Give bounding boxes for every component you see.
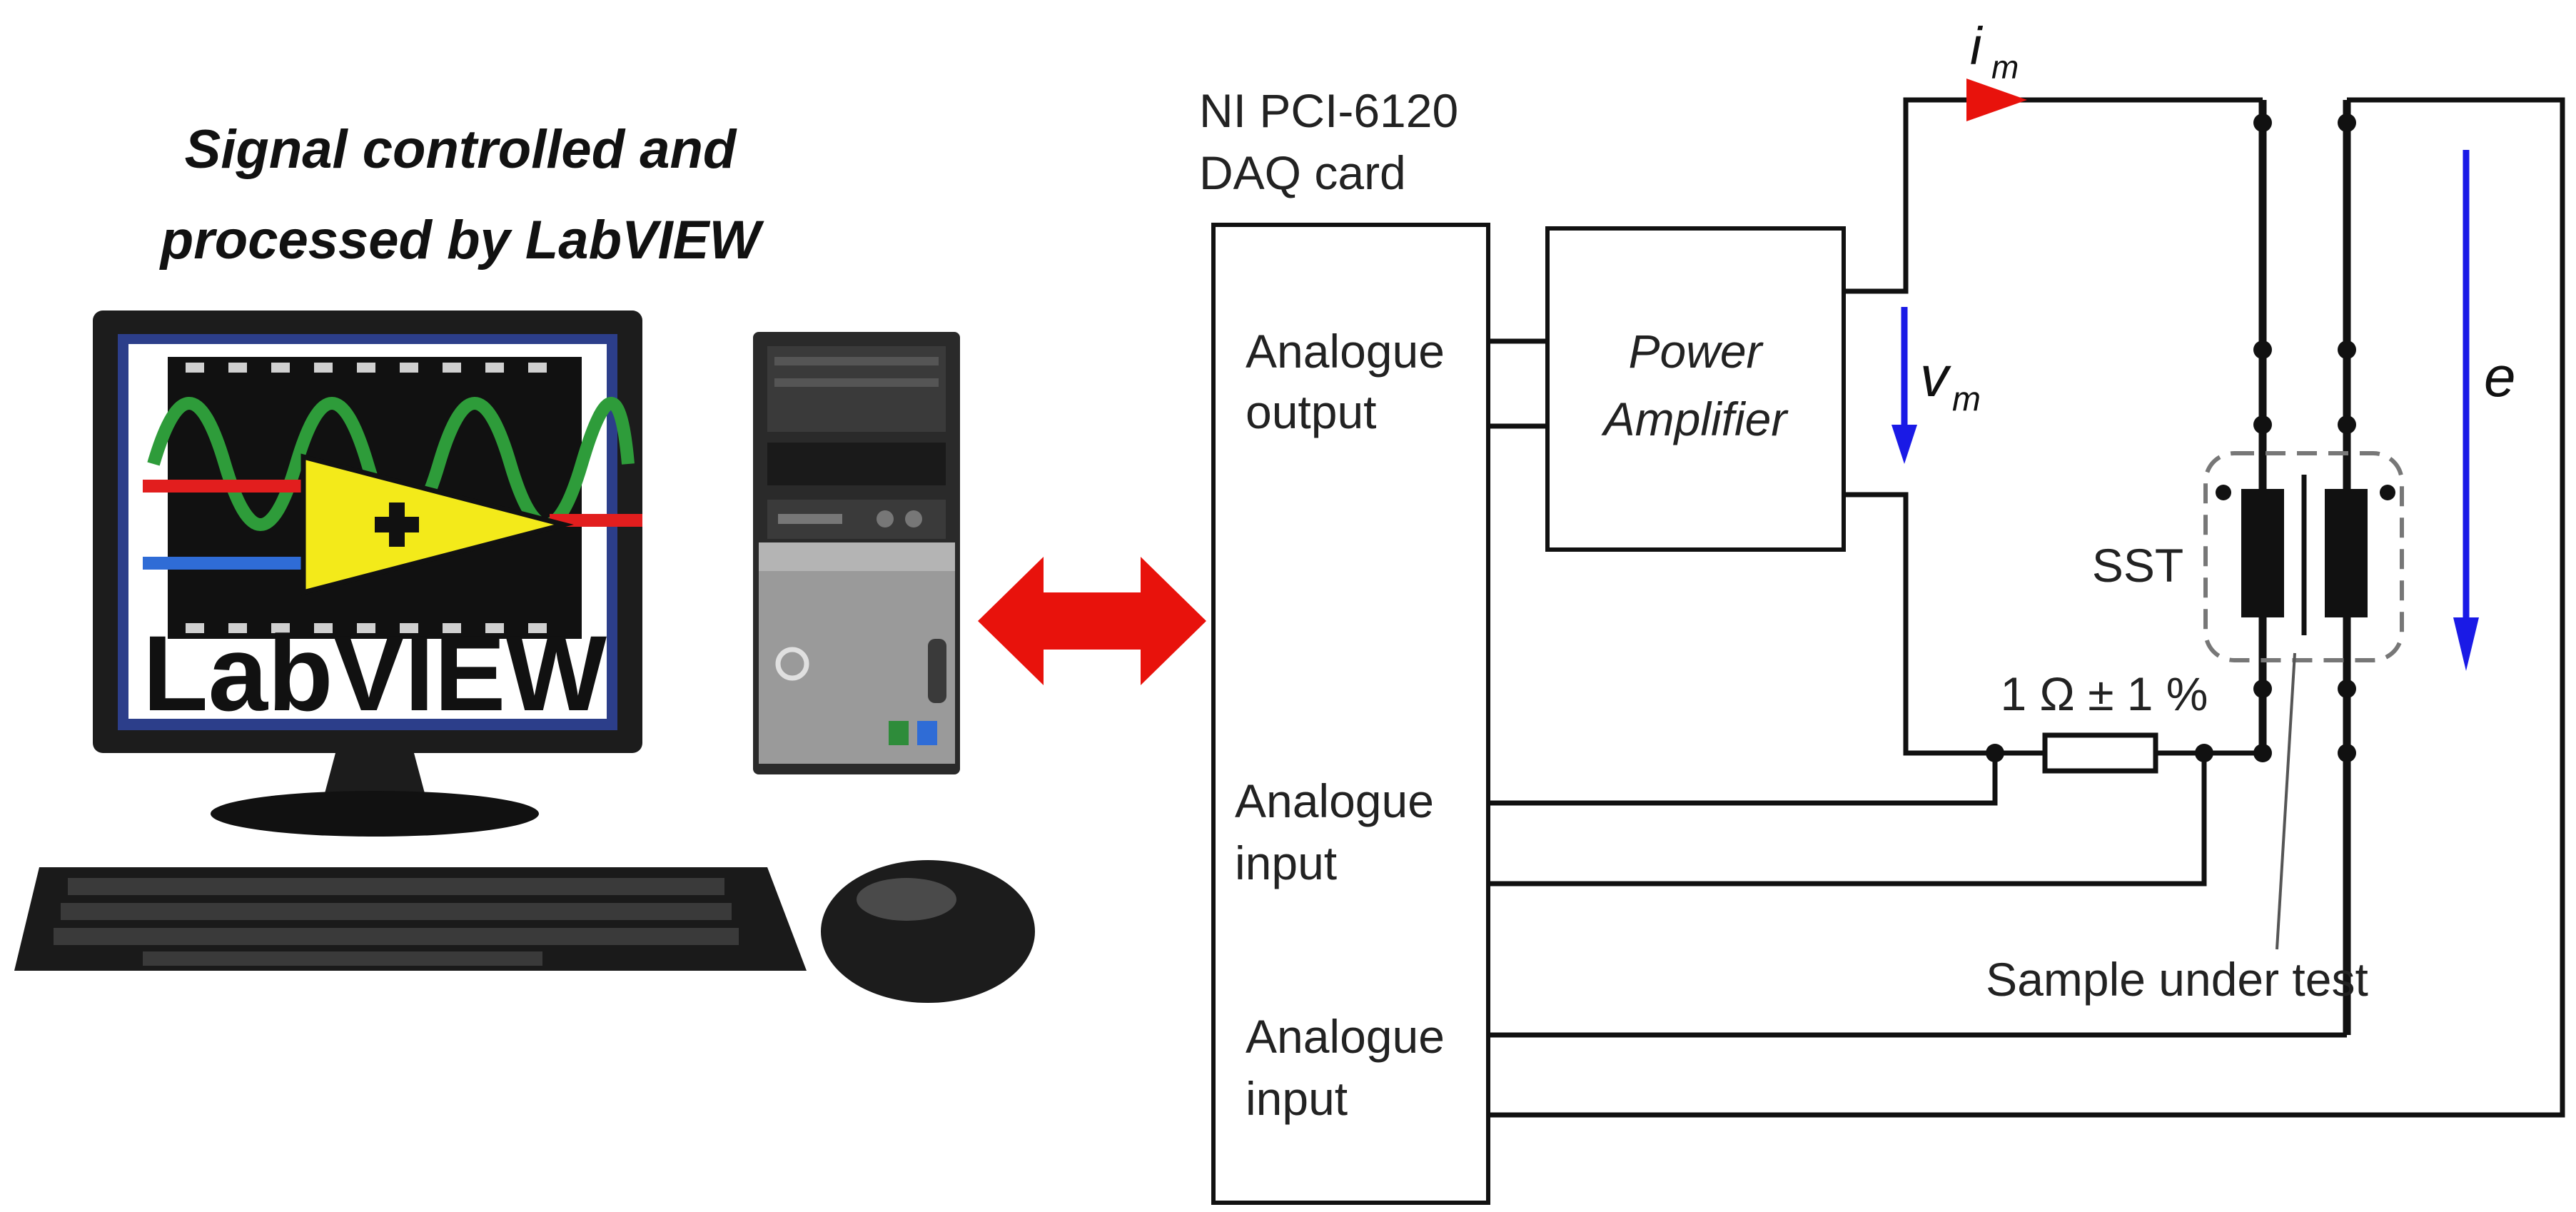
sample-under-test-label: Sample under test (1986, 953, 2368, 1006)
daq-input-2-label-line-2: input (1246, 1072, 1348, 1125)
shunt-resistor (2042, 732, 2158, 774)
daq-input-1-label-line-2: input (1235, 837, 1337, 889)
sample-leader-line (2276, 652, 2296, 950)
daq-input-1-label-line-1: Analogue (1235, 774, 1434, 827)
computer-tower (753, 332, 960, 774)
current-symbol: i (1970, 16, 1984, 76)
heading-line-2: processed by LabVIEW (159, 210, 765, 271)
computer-illustration: LabVIEW (14, 310, 1035, 1003)
daq-output-label-line-1: Analogue (1246, 325, 1445, 378)
sst-transformer (2203, 451, 2404, 662)
power-amplifier-box (1545, 226, 1846, 552)
voltage-symbol-subscript: m (1952, 380, 1981, 418)
circuit-wiring (1488, 97, 2565, 1118)
daq-title-line-2: DAQ card (1199, 146, 1406, 199)
monitor: LabVIEW (93, 310, 642, 837)
current-symbol-subscript: m (1991, 49, 2019, 86)
labview-logo-text: LabVIEW (143, 613, 607, 733)
daq-output-label-line-2: output (1246, 385, 1377, 438)
daq-card-box (1211, 223, 1490, 1205)
voltage-symbol: v (1920, 345, 1951, 408)
current-arrow-icon (1966, 79, 2027, 121)
daq-title-line-1: NI PCI-6120 (1199, 84, 1458, 137)
emf-arrow-icon (2453, 617, 2479, 671)
bidirectional-arrow-icon (978, 557, 1206, 685)
voltage-arrow-icon (1891, 425, 1917, 464)
daq-input-2-label-line-1: Analogue (1246, 1010, 1445, 1063)
mouse (821, 860, 1035, 1003)
resistor-label: 1 Ω ± 1 % (2000, 667, 2208, 720)
heading-line-1: Signal controlled and (185, 119, 737, 180)
power-amplifier-label-line-1: Power (1628, 325, 1764, 378)
junction-dots (1986, 113, 2356, 762)
sst-label: SST (2092, 539, 2183, 592)
power-amplifier-label-line-2: Amplifier (1601, 393, 1789, 445)
emf-symbol: e (2484, 345, 2516, 408)
keyboard (14, 867, 807, 971)
